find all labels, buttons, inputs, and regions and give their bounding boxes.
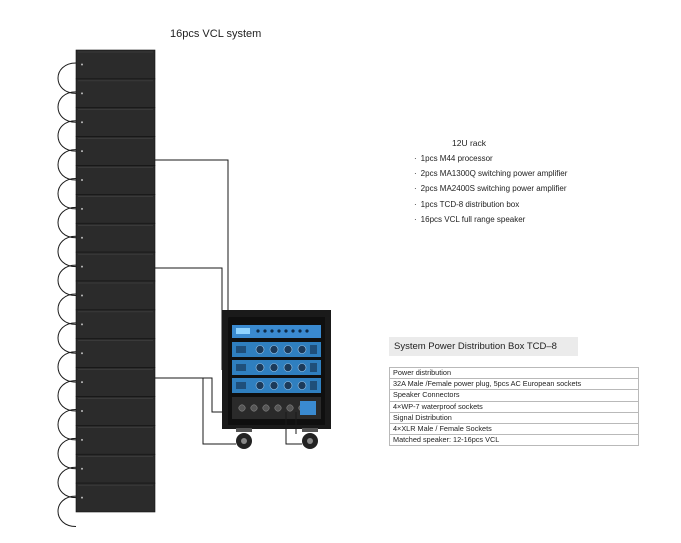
speaker-cabinet: [75, 453, 156, 484]
link-cable-loop: [57, 177, 77, 210]
distribution-box-spec-table: Power distribution 32A Male /Female powe…: [389, 366, 639, 447]
system-title: 16pcs VCL system: [170, 28, 262, 40]
spec-row: Signal Distribution: [389, 411, 639, 425]
spec-row: Power distribution: [389, 366, 639, 380]
spec-cell: Power distribution: [389, 366, 639, 380]
link-cable-loop: [57, 235, 77, 268]
link-cable-loop: [57, 149, 77, 181]
spec-cell: Signal Distribution: [389, 411, 639, 425]
link-cable-loop: [57, 293, 77, 325]
rack-case: [222, 310, 331, 449]
rack-title: 12U rack: [452, 138, 487, 148]
speaker-cabinet: [75, 136, 156, 166]
link-cable-loop: [57, 206, 77, 239]
line-array-speakers: [75, 49, 156, 513]
signal-cable: [155, 377, 236, 445]
distribution-box-title: System Power Distribution Box TCD–8: [389, 337, 578, 356]
speaker-cabinet: [75, 78, 156, 109]
link-cable-loop: [57, 120, 77, 152]
signal-cable: [155, 377, 228, 413]
link-cable-loop: [57, 62, 77, 94]
speaker-link-cables: [57, 62, 77, 527]
link-cable-loop: [57, 437, 77, 470]
speaker-cabinet: [75, 482, 156, 513]
rack-item: 2pcs MA2400S switching power amplifier: [414, 181, 567, 196]
spec-row: Speaker Connectors: [389, 389, 639, 402]
speaker-cabinet: [75, 165, 156, 195]
signal-cables: [155, 159, 302, 445]
signal-cable: [155, 267, 223, 370]
speaker-cabinet: [75, 194, 156, 224]
rack-units: [232, 325, 321, 419]
speaker-cabinet: [75, 338, 156, 368]
link-cable-loop: [57, 351, 77, 383]
link-cable-loop: [57, 380, 77, 412]
speaker-cabinet: [75, 396, 156, 426]
spec-cell: 32A Male /Female power plug, 5pcs AC Eur…: [389, 378, 639, 391]
speaker-cabinet: [75, 49, 156, 80]
rack-contents-list: 1pcs M44 processor 2pcs MA1300Q switchin…: [414, 151, 568, 227]
link-cable-loop: [57, 408, 77, 441]
rack-item: 1pcs TCD-8 distribution box: [414, 197, 567, 212]
spec-row: 4×XLR Male / Female Sockets: [389, 423, 639, 436]
speaker-cabinet: [75, 251, 156, 282]
speaker-cabinet: [75, 280, 156, 311]
link-cable-loop: [57, 495, 77, 527]
speaker-cabinet: [75, 107, 156, 137]
spec-row: Matched speaker: 12-16pcs VCL: [389, 434, 639, 447]
link-cable-loop: [57, 322, 77, 354]
speaker-cabinet: [75, 222, 156, 253]
spec-row: 4×WP-7 waterproof sockets: [389, 400, 639, 413]
spec-cell: 4×WP-7 waterproof sockets: [389, 400, 639, 413]
signal-cable: [155, 159, 229, 318]
spec-cell: 4×XLR Male / Female Sockets: [389, 423, 639, 436]
processor-unit: [232, 325, 321, 338]
speaker-cabinet: [75, 309, 156, 340]
spec-cell: Speaker Connectors: [389, 389, 639, 402]
rack-item: 1pcs M44 processor: [414, 151, 567, 166]
signal-cable: [285, 412, 302, 445]
speaker-cabinet: [75, 425, 156, 455]
spec-cell: Matched speaker: 12-16pcs VCL: [389, 434, 639, 447]
rack-item: 2pcs MA1300Q switching power amplifier: [414, 166, 568, 181]
link-cable-loop: [57, 264, 77, 296]
speaker-cabinet: [75, 367, 156, 397]
spec-row: 32A Male /Female power plug, 5pcs AC Eur…: [389, 378, 639, 391]
link-cable-loop: [57, 91, 77, 123]
link-cable-loop: [57, 466, 77, 499]
rack-item: 16pcs VCL full range speaker: [414, 212, 567, 227]
